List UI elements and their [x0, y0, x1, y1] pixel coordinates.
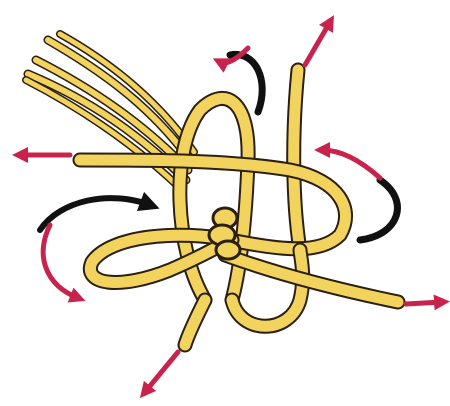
- red-pull-arrow-icon: [406, 302, 442, 304]
- red-pull-arrow-icon: [145, 352, 178, 392]
- black-curved-arrow-icon: [360, 180, 397, 240]
- red-pull-arrow-icon: [322, 150, 380, 178]
- red-pull-arrows: [20, 22, 442, 392]
- red-pull-arrow-icon: [305, 22, 330, 65]
- rope-long-end: [225, 255, 398, 302]
- rope-vertical-loop: [180, 98, 248, 300]
- black-curved-arrow-icon: [40, 198, 150, 230]
- red-pull-arrow-icon: [43, 225, 78, 298]
- rope-right-strand: [294, 70, 300, 250]
